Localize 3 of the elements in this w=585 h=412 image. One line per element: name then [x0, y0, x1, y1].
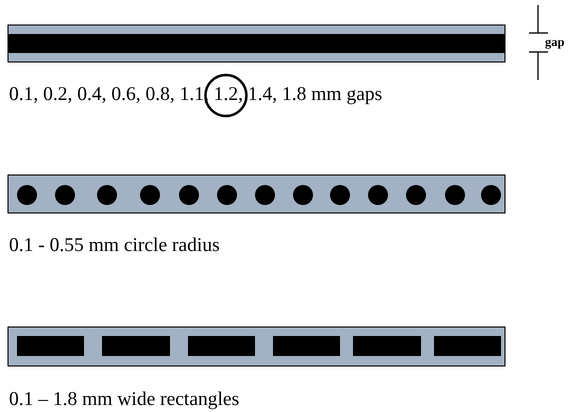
caption-text: 0.1 – 1.8 mm wide rectangles [9, 390, 240, 410]
dimension-label: gap [545, 36, 564, 48]
caption-text: 0.1 - 0.55 mm circle radius [9, 236, 220, 256]
